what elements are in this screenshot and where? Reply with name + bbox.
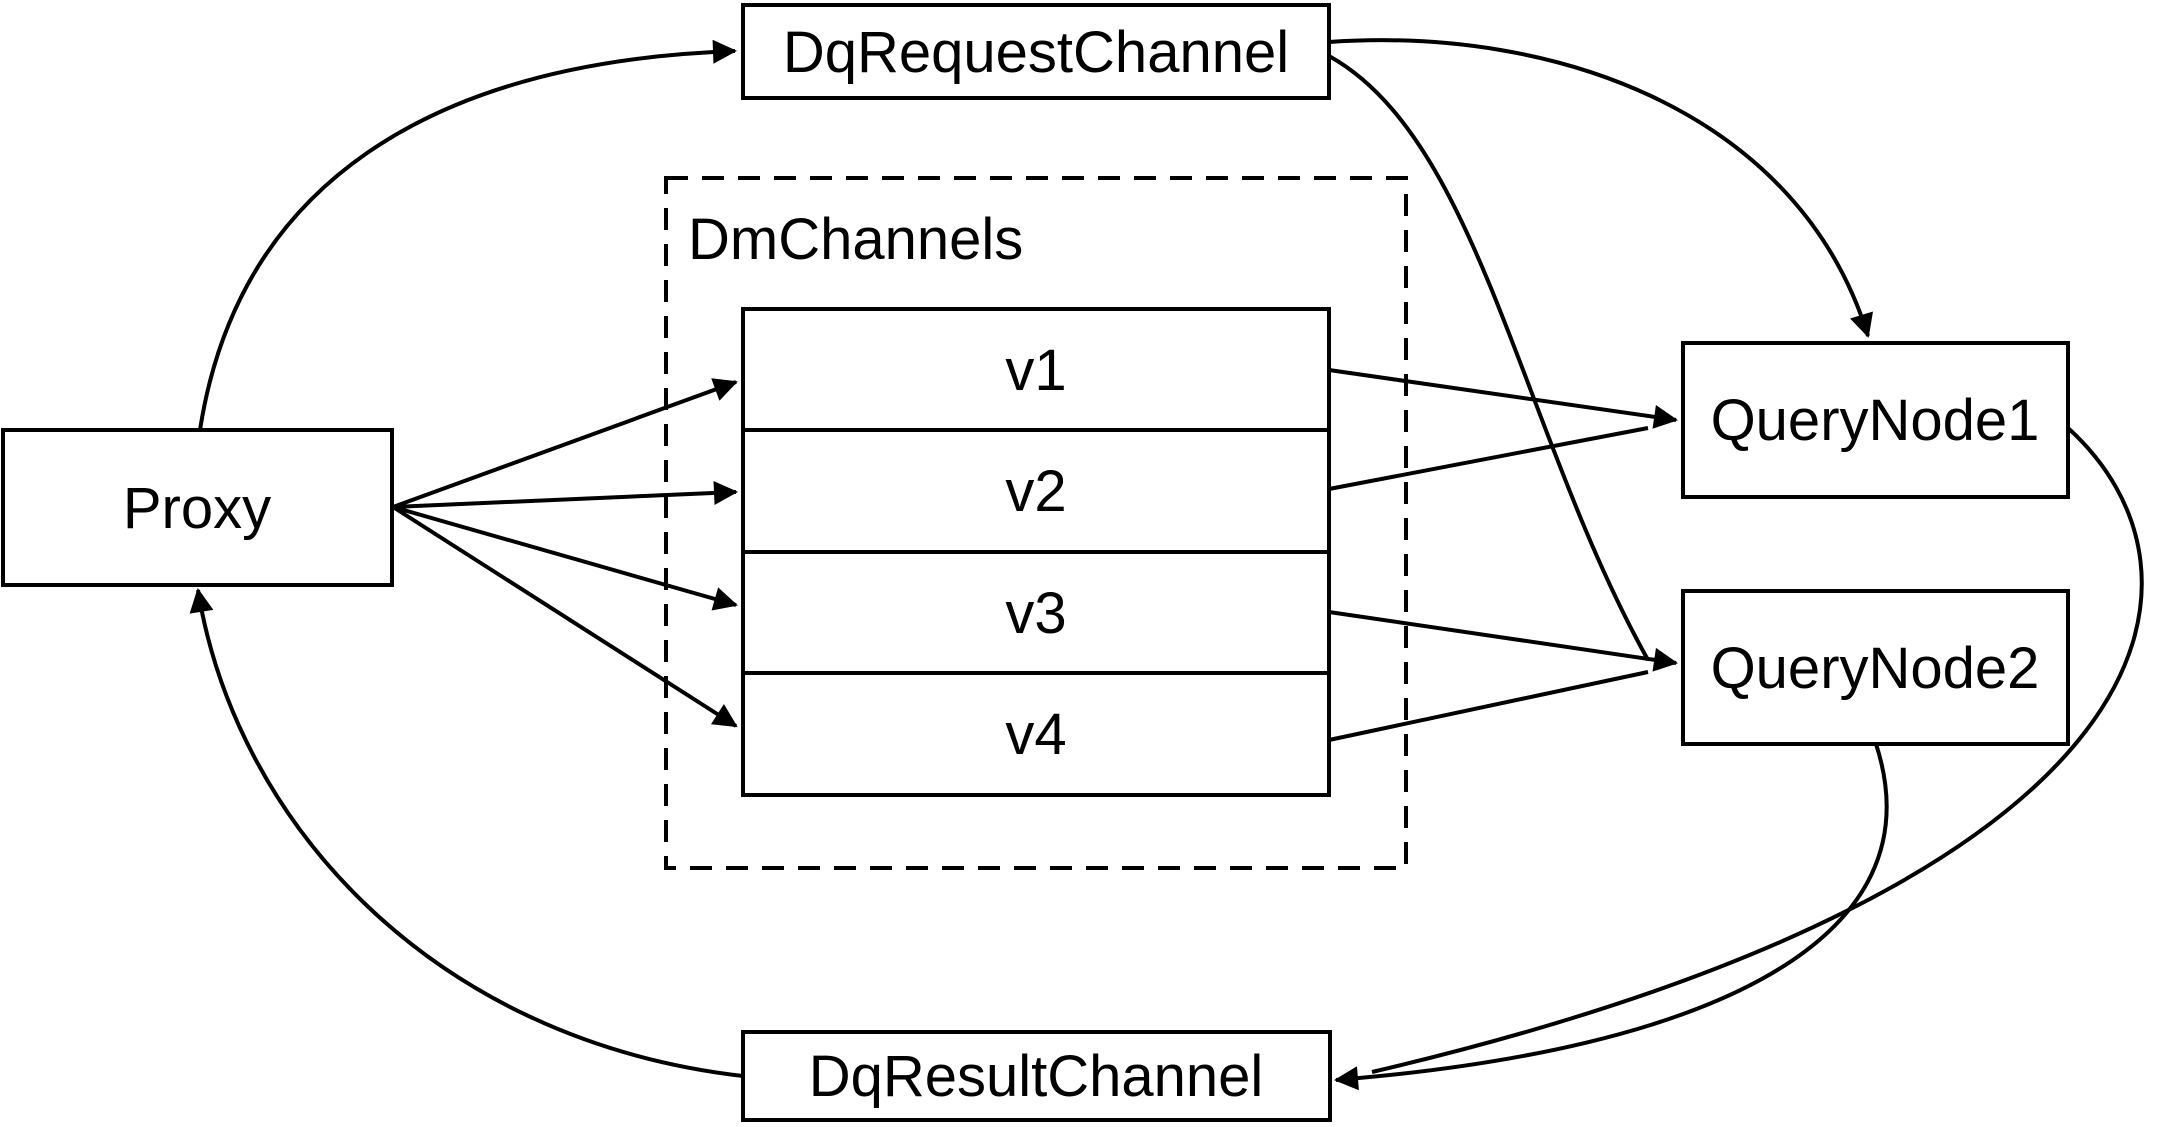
- channel-row-v4-label: v4: [1005, 702, 1066, 767]
- edge-v4-to-query-node-2: [1328, 670, 1649, 742]
- edge-proxy-to-v3: [392, 505, 738, 611]
- query-node-2-box: [1681, 589, 2070, 746]
- group-dm-channels: DmChannels: [664, 176, 1408, 870]
- dm-channels-group-border: [664, 176, 1408, 870]
- channel-row-v1-label: v1: [1005, 338, 1066, 403]
- proxy-label: Proxy: [123, 476, 271, 541]
- query-node-1-label: QueryNode1: [1711, 388, 2040, 453]
- edge-proxy-to-v1: [392, 378, 738, 509]
- query-node-1-box: [1681, 341, 2070, 499]
- edge-proxy-to-v2: [392, 480, 738, 509]
- query-node-2-label: QueryNode2: [1711, 636, 2040, 701]
- edge-proxy-to-dq-request-channel: [198, 39, 737, 431]
- edge-dq-request-channel-to-query-node-1: [1328, 38, 1873, 338]
- dm-channels-group-label: DmChannels: [688, 207, 1023, 272]
- edge-dq-result-channel-to-proxy: [189, 588, 744, 1078]
- node-query-node-1: QueryNode1: [1681, 341, 2070, 499]
- dq-result-channel-box: [741, 1030, 1332, 1122]
- edges: [189, 38, 2144, 1091]
- node-channel-table: v1 v2 v3 v4: [741, 307, 1331, 797]
- dq-result-channel-label: DqResultChannel: [809, 1044, 1264, 1109]
- edge-proxy-to-v4: [391, 505, 738, 728]
- edge-v2-to-query-node-1: [1328, 426, 1649, 491]
- node-proxy: Proxy: [1, 428, 394, 587]
- edge-query-node-1-to-dq-result-channel: [1371, 426, 2144, 1074]
- edge-v1-to-query-node-1: [1328, 368, 1678, 429]
- node-query-node-2: QueryNode2: [1681, 589, 2070, 746]
- proxy-box: [1, 428, 394, 587]
- channel-row-v3-label: v3: [1005, 581, 1066, 646]
- edge-query-node-2-to-dq-result-channel: [1334, 743, 1889, 1091]
- node-dq-request-channel: DqRequestChannel: [741, 3, 1331, 100]
- dq-request-channel-box: [741, 3, 1331, 100]
- edge-v3-to-query-node-2: [1328, 610, 1678, 672]
- edge-dq-request-channel-to-query-node-2: [1328, 54, 1650, 661]
- dq-request-channel-label: DqRequestChannel: [783, 20, 1289, 85]
- node-dq-result-channel: DqResultChannel: [741, 1030, 1332, 1122]
- channel-row-v2-label: v2: [1005, 459, 1066, 524]
